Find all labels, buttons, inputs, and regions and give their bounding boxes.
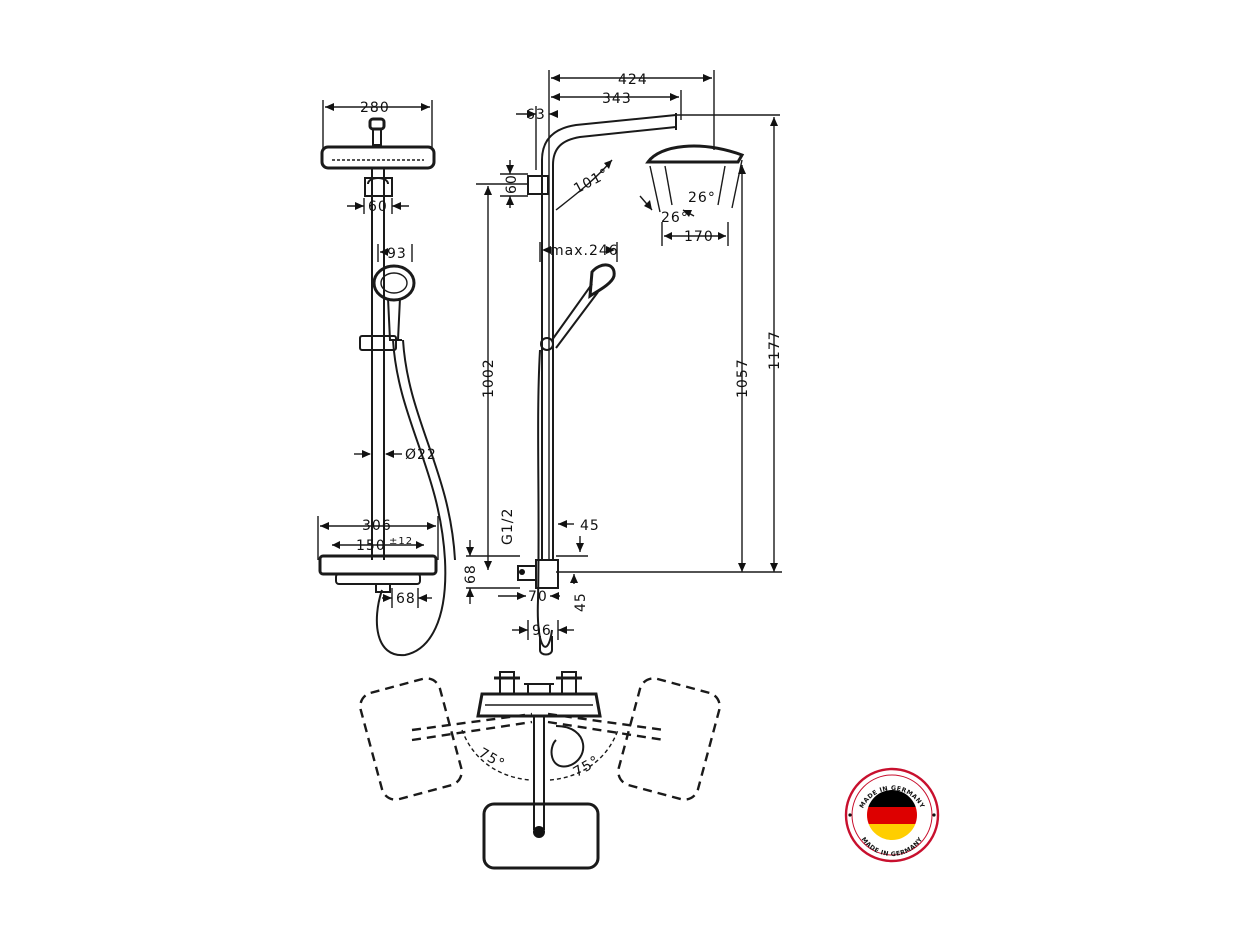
dim-hand-shower-width: 93 — [387, 246, 407, 262]
dim-arm-angle: 101° — [571, 165, 612, 197]
dim-connection-thread: G1/2 — [500, 508, 516, 545]
made-in-germany-badge: MADE IN GERMANY MADE IN GERMANY — [844, 767, 940, 863]
plan-view: 75° 75° — [359, 671, 721, 870]
dim-thermostat-width: 306 — [362, 518, 392, 534]
dim-swivel-left: 75° — [476, 745, 508, 773]
dim-swivel-right: 75° — [571, 753, 603, 781]
dim-spray-width: 170 — [684, 229, 714, 245]
dim-bracket-to-valve: 1002 — [481, 358, 497, 398]
dim-head-height: 1057 — [735, 358, 751, 398]
slider-front — [359, 335, 397, 351]
dim-head-width: 280 — [360, 100, 390, 116]
thermostat-top — [476, 692, 602, 718]
dim-valve-offset: 45 — [580, 518, 600, 534]
dim-bracket-width: 60 — [368, 199, 388, 215]
dim-overall-height: 1177 — [767, 330, 783, 370]
german-flag-icon — [867, 790, 917, 840]
dim-outlet-spacing: 68 — [396, 591, 416, 607]
dim-tilt-a: 26° — [688, 190, 716, 206]
rain-head-side — [645, 144, 745, 164]
rain-head-front — [320, 145, 436, 170]
dim-wall-offset: 63 — [526, 107, 546, 123]
head-swivel-left — [359, 677, 463, 801]
dim-spout-depth: 96 — [532, 623, 552, 639]
knob-left-top — [499, 671, 515, 695]
dim-valve-drop: 45 — [573, 592, 589, 612]
slider-side — [540, 337, 554, 351]
dim-hand-shower-reach: max.246 — [550, 243, 619, 259]
rain-head-plan — [482, 802, 600, 870]
dim-valve-depth: 70 — [528, 589, 548, 605]
hand-shower-front — [372, 264, 416, 302]
dim-thermostat-centers: 150 — [356, 538, 386, 554]
dim-centers-tolerance: ±12 — [389, 536, 413, 547]
dim-arm-projection: 343 — [602, 91, 632, 107]
dim-arm-total: 424 — [618, 72, 648, 88]
front-view: 280 60 93 — [317, 100, 456, 657]
side-view: 424 343 63 101° 26° 26° — [463, 70, 783, 656]
hand-shower-side — [588, 263, 616, 299]
dim-tilt-b: 26° — [661, 210, 689, 226]
head-swivel-right — [617, 677, 721, 801]
knob-right-top — [561, 671, 577, 695]
thermostat-front — [318, 554, 438, 576]
dim-pipe-diameter: Ø22 — [405, 447, 437, 463]
dim-valve-body-height: 68 — [463, 564, 479, 584]
